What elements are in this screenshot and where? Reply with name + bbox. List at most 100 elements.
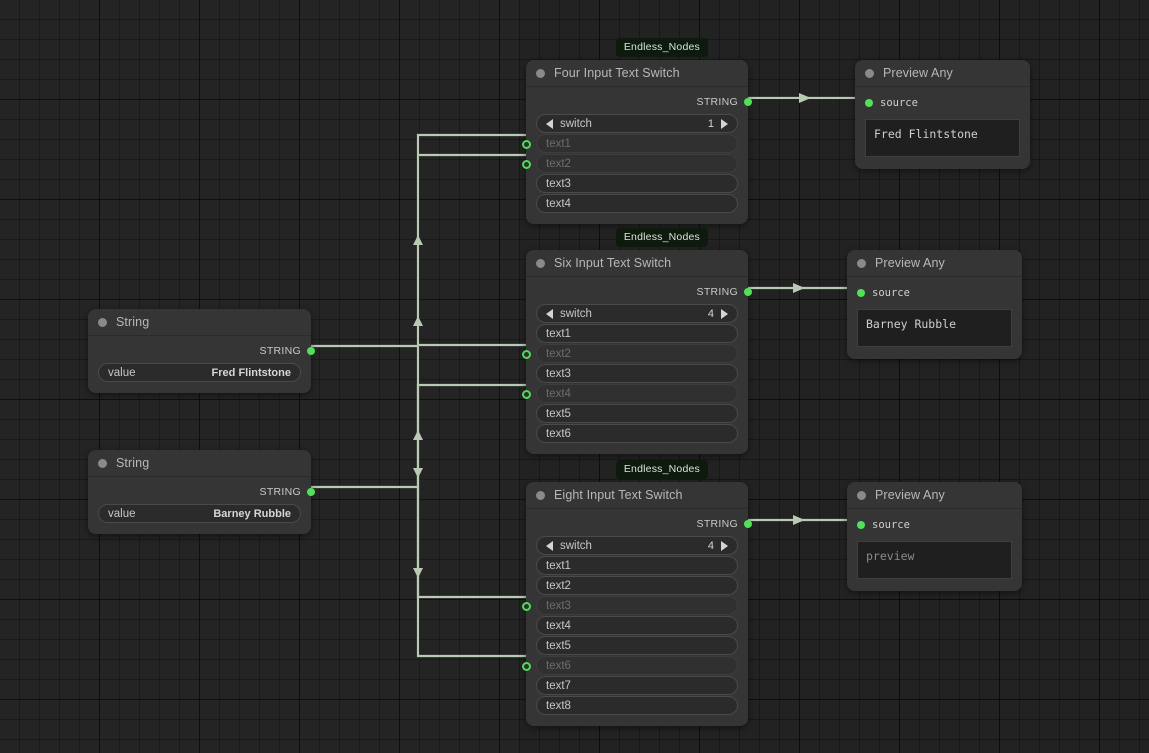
input-slot-text1[interactable]: text1 xyxy=(536,324,738,343)
widget-switch-stepper[interactable]: switch 1 xyxy=(536,114,738,133)
output-port-string[interactable] xyxy=(744,520,752,528)
node-header[interactable]: Eight Input Text Switch xyxy=(526,482,748,509)
node-header[interactable]: Six Input Text Switch xyxy=(526,250,748,277)
node-title: Six Input Text Switch xyxy=(554,256,672,270)
widget-switch-stepper[interactable]: switch 4 xyxy=(536,304,738,323)
input-slot-text2[interactable]: text2 xyxy=(536,576,738,595)
node-header[interactable]: Preview Any xyxy=(855,60,1030,87)
input-label: source xyxy=(872,519,910,531)
output-row-string: STRING xyxy=(98,342,315,359)
stepper-left-arrow-icon[interactable] xyxy=(546,118,553,129)
node-preview-any-bottom[interactable]: Preview Any source preview xyxy=(847,482,1022,591)
widget-value-text: 4 xyxy=(707,539,714,552)
stepper-left-arrow-icon[interactable] xyxy=(546,308,553,319)
input-port-text3[interactable] xyxy=(522,601,531,611)
node-category-badge: Endless_Nodes xyxy=(615,38,708,57)
collapse-dot-icon[interactable] xyxy=(536,490,545,500)
node-category-badge: Endless_Nodes xyxy=(615,228,708,247)
input-slot-text6[interactable]: text6 xyxy=(536,424,738,443)
output-label: STRING xyxy=(696,285,738,298)
node-title: Four Input Text Switch xyxy=(554,66,680,80)
input-label: source xyxy=(872,287,910,299)
input-label: text1 xyxy=(546,559,571,572)
input-label: text8 xyxy=(546,699,571,712)
input-label: text7 xyxy=(546,679,571,692)
collapse-dot-icon[interactable] xyxy=(98,458,107,468)
node-title: String xyxy=(116,315,150,329)
input-slot-text8[interactable]: text8 xyxy=(536,696,738,715)
node-eight-input-text-switch[interactable]: Endless_Nodes Eight Input Text Switch ST… xyxy=(522,460,752,726)
input-slot-text4[interactable]: text4 xyxy=(536,194,738,213)
node-body: source preview xyxy=(847,509,1022,591)
node-category-badge: Endless_Nodes xyxy=(615,460,708,479)
node-string-fred[interactable]: String STRING value Fred Flintstone xyxy=(88,309,315,393)
input-label: text5 xyxy=(546,407,571,420)
stepper-right-arrow-icon[interactable] xyxy=(721,308,728,319)
input-port-source[interactable] xyxy=(857,289,865,297)
node-title: Eight Input Text Switch xyxy=(554,488,683,502)
node-header[interactable]: Four Input Text Switch xyxy=(526,60,748,87)
stepper-right-arrow-icon[interactable] xyxy=(721,540,728,551)
node-preview-any-middle[interactable]: Preview Any source Barney Rubble xyxy=(847,250,1022,359)
collapse-dot-icon[interactable] xyxy=(857,490,866,500)
output-port-string[interactable] xyxy=(307,488,315,496)
input-port-source[interactable] xyxy=(857,521,865,529)
node-body: STRING switch 4 text1 text2 text3 text4 xyxy=(522,509,752,726)
input-port-text6[interactable] xyxy=(522,661,531,671)
output-port-string[interactable] xyxy=(744,288,752,296)
input-port-text4[interactable] xyxy=(522,389,531,399)
collapse-dot-icon[interactable] xyxy=(865,68,874,78)
node-body: STRING switch 1 text1 text2 text3 te xyxy=(522,87,752,224)
node-body: source Barney Rubble xyxy=(847,277,1022,359)
node-header[interactable]: String xyxy=(88,450,311,477)
node-title: Preview Any xyxy=(875,488,945,502)
widget-switch-stepper[interactable]: switch 4 xyxy=(536,536,738,555)
input-slot-text2[interactable]: text2 xyxy=(522,154,738,173)
input-slot-text3[interactable]: text3 xyxy=(522,596,738,615)
stepper-left-arrow-icon[interactable] xyxy=(546,540,553,551)
node-header[interactable]: Preview Any xyxy=(847,250,1022,277)
input-label: text3 xyxy=(546,367,571,380)
input-slot-text5[interactable]: text5 xyxy=(536,636,738,655)
node-header[interactable]: String xyxy=(88,309,311,336)
collapse-dot-icon[interactable] xyxy=(98,317,107,327)
input-slot-text1[interactable]: text1 xyxy=(522,134,738,153)
output-row-string: STRING xyxy=(536,93,752,110)
input-slot-text1[interactable]: text1 xyxy=(536,556,738,575)
preview-output-text: Barney Rubble xyxy=(857,309,1012,347)
output-port-string[interactable] xyxy=(744,98,752,106)
input-label: text5 xyxy=(546,639,571,652)
input-slot-text3[interactable]: text3 xyxy=(536,174,738,193)
widget-value[interactable]: value Fred Flintstone xyxy=(98,363,301,382)
node-header[interactable]: Preview Any xyxy=(847,482,1022,509)
output-label: STRING xyxy=(696,517,738,530)
output-port-string[interactable] xyxy=(307,347,315,355)
input-port-text2[interactable] xyxy=(522,349,531,359)
input-port-text1[interactable] xyxy=(522,139,531,149)
node-body: source Fred Flintstone xyxy=(855,87,1030,169)
widget-value[interactable]: value Barney Rubble xyxy=(98,504,301,523)
input-slot-text2[interactable]: text2 xyxy=(522,344,738,363)
node-six-input-text-switch[interactable]: Endless_Nodes Six Input Text Switch STRI… xyxy=(522,228,752,454)
input-slot-text4[interactable]: text4 xyxy=(536,616,738,635)
input-slot-text4[interactable]: text4 xyxy=(522,384,738,403)
input-slot-text7[interactable]: text7 xyxy=(536,676,738,695)
input-port-source[interactable] xyxy=(865,99,873,107)
collapse-dot-icon[interactable] xyxy=(857,258,866,268)
input-port-text2[interactable] xyxy=(522,159,531,169)
node-four-input-text-switch[interactable]: Endless_Nodes Four Input Text Switch STR… xyxy=(522,38,752,224)
output-label: STRING xyxy=(696,95,738,108)
input-slot-text5[interactable]: text5 xyxy=(536,404,738,423)
input-label: text1 xyxy=(546,327,571,340)
node-string-barney[interactable]: String STRING value Barney Rubble xyxy=(88,450,315,534)
input-label: text4 xyxy=(546,197,571,210)
node-title: Preview Any xyxy=(875,256,945,270)
node-preview-any-top[interactable]: Preview Any source Fred Flintstone xyxy=(855,60,1030,169)
stepper-right-arrow-icon[interactable] xyxy=(721,118,728,129)
input-slot-text3[interactable]: text3 xyxy=(536,364,738,383)
input-slot-text6[interactable]: text6 xyxy=(522,656,738,675)
collapse-dot-icon[interactable] xyxy=(536,258,545,268)
collapse-dot-icon[interactable] xyxy=(536,68,545,78)
